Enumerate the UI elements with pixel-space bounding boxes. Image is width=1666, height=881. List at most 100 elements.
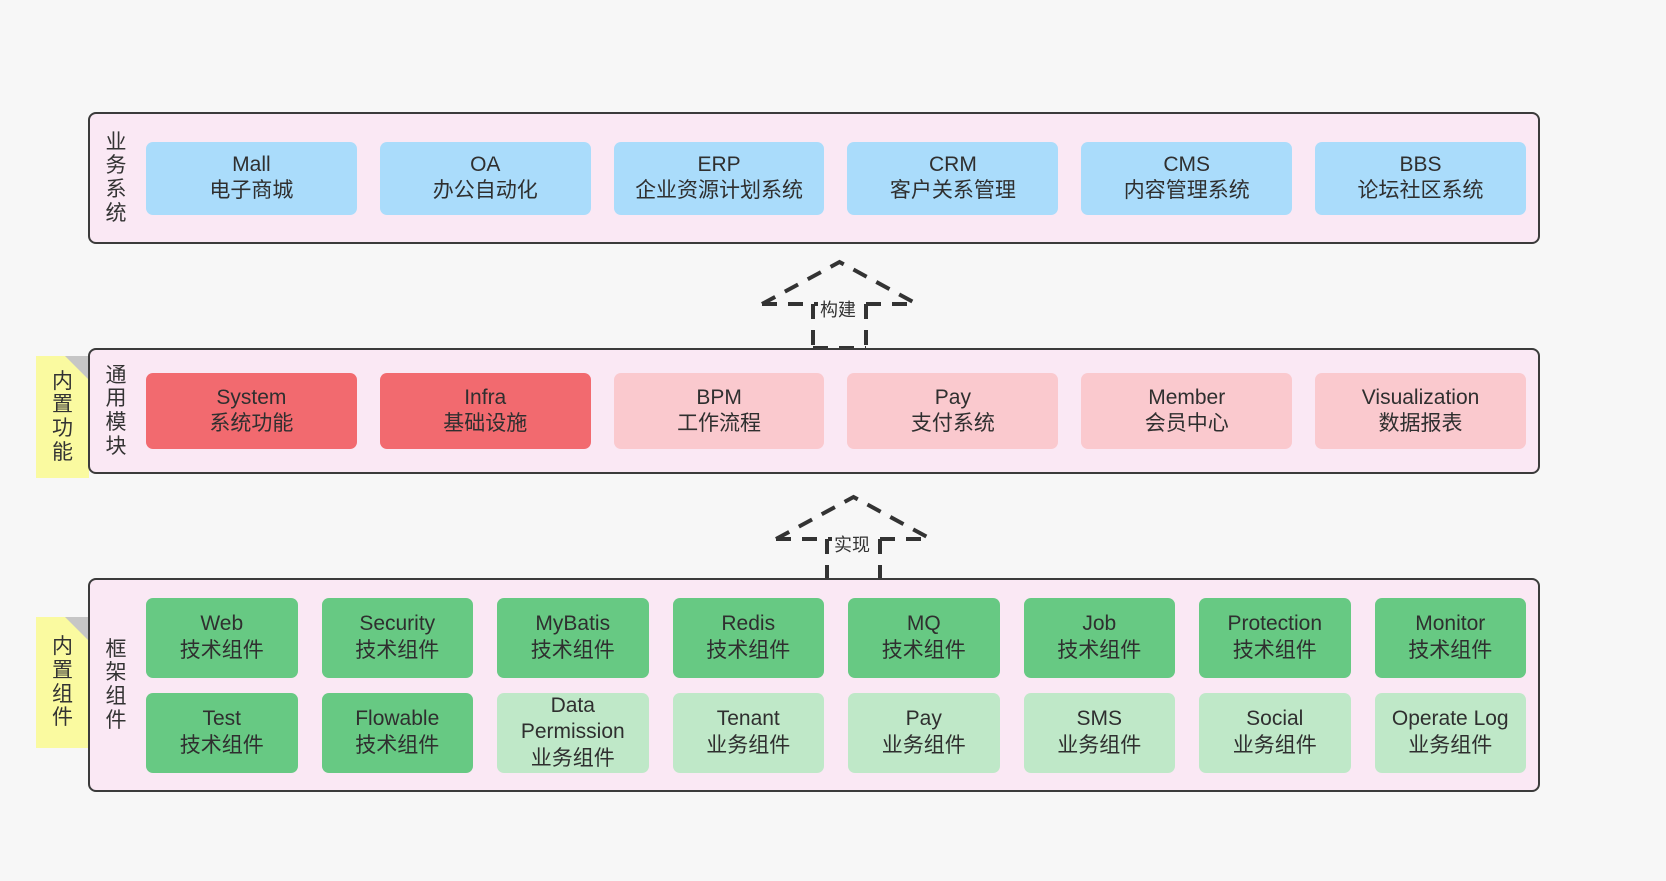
card-system-name: System (216, 385, 287, 409)
card-bbs-name: BBS (1399, 152, 1442, 176)
card-erp-desc: 企业资源计划系统 (635, 179, 804, 202)
card-pay-module-name: Pay (934, 385, 971, 409)
arrow-implement-label: 实现 (832, 531, 872, 557)
layer-body-common-modules: System 系统功能 Infra 基础设施 BPM 工作流程 Pay 支付系统… (142, 350, 1538, 472)
card-sms-name: SMS (1076, 707, 1122, 731)
card-oa-desc: 办公自动化 (432, 179, 538, 202)
card-job-desc: 技术组件 (1057, 638, 1142, 662)
card-operate-log[interactable]: Operate Log 业务组件 (1374, 692, 1526, 773)
card-mall-name: Mall (232, 152, 271, 176)
card-security[interactable]: Security 技术组件 (321, 597, 473, 678)
card-bpm-name: BPM (696, 385, 742, 409)
card-infra[interactable]: Infra 基础设施 (379, 373, 591, 449)
card-member-name: Member (1148, 385, 1226, 409)
arrow-implement: 实现 (766, 493, 941, 585)
note-builtin-components: 内置组件 (36, 617, 89, 748)
card-flowable[interactable]: Flowable 技术组件 (321, 692, 473, 773)
card-operate-log-desc: 业务组件 (1408, 733, 1493, 757)
card-mybatis-name: MyBatis (535, 612, 611, 636)
card-cms[interactable]: CMS 内容管理系统 (1081, 141, 1293, 215)
card-redis-name: Redis (721, 612, 776, 636)
card-infra-desc: 基础设施 (443, 412, 528, 435)
card-mq[interactable]: MQ 技术组件 (848, 597, 1000, 678)
card-job[interactable]: Job 技术组件 (1023, 597, 1175, 678)
card-bbs-desc: 论坛社区系统 (1357, 179, 1484, 202)
card-protection-desc: 技术组件 (1232, 638, 1317, 662)
card-social[interactable]: Social 业务组件 (1199, 692, 1351, 773)
layer-title-common-modules: 通用模块 (105, 363, 127, 458)
card-data-permission-name: Data (550, 693, 595, 717)
card-visualization-name: Visualization (1361, 385, 1480, 409)
card-mybatis-desc: 技术组件 (530, 638, 615, 662)
card-protection-name: Protection (1227, 612, 1323, 636)
card-tenant[interactable]: Tenant 业务组件 (672, 692, 824, 773)
card-job-name: Job (1082, 612, 1117, 636)
card-test-name: Test (202, 707, 241, 731)
card-system[interactable]: System 系统功能 (146, 373, 357, 449)
card-data-permission-name2: Permission (520, 720, 625, 744)
card-mall[interactable]: Mall 电子商城 (146, 141, 357, 215)
layer-business-systems: 业务系统 Mall 电子商城 OA 办公自动化 ERP 企业资源计划系统 CRM… (88, 112, 1540, 244)
card-cms-desc: 内容管理系统 (1123, 179, 1250, 202)
card-erp[interactable]: ERP 企业资源计划系统 (613, 141, 825, 215)
card-sms[interactable]: SMS 业务组件 (1023, 692, 1175, 773)
arrow-build: 构建 (752, 258, 927, 350)
card-bbs[interactable]: BBS 论坛社区系统 (1315, 141, 1526, 215)
card-oa-name: OA (470, 152, 501, 176)
card-pay-module-desc: 支付系统 (910, 412, 995, 435)
card-web[interactable]: Web 技术组件 (146, 597, 298, 678)
card-operate-log-name: Operate Log (1391, 707, 1509, 731)
card-mq-desc: 技术组件 (881, 638, 966, 662)
framework-components-row-2: Test 技术组件 Flowable 技术组件 Data Permission … (146, 692, 1526, 773)
card-system-desc: 系统功能 (209, 412, 294, 435)
note-builtin-functions: 内置功能 (36, 356, 89, 478)
card-visualization[interactable]: Visualization 数据报表 (1315, 373, 1526, 449)
card-social-desc: 业务组件 (1232, 733, 1317, 757)
note-builtin-components-label: 内置组件 (52, 635, 73, 730)
card-pay-component[interactable]: Pay 业务组件 (848, 692, 1000, 773)
card-test-desc: 技术组件 (179, 733, 264, 757)
card-member[interactable]: Member 会员中心 (1081, 373, 1293, 449)
note-fold-corner-icon (65, 617, 89, 641)
card-redis[interactable]: Redis 技术组件 (672, 597, 824, 678)
card-redis-desc: 技术组件 (706, 638, 791, 662)
card-test[interactable]: Test 技术组件 (146, 692, 298, 773)
card-visualization-desc: 数据报表 (1378, 412, 1463, 435)
card-member-desc: 会员中心 (1144, 412, 1229, 435)
card-pay-module[interactable]: Pay 支付系统 (847, 373, 1059, 449)
card-crm[interactable]: CRM 客户关系管理 (847, 141, 1059, 215)
note-fold-corner-icon (65, 356, 89, 380)
card-protection[interactable]: Protection 技术组件 (1199, 597, 1351, 678)
card-mybatis[interactable]: MyBatis 技术组件 (497, 597, 649, 678)
layer-title-framework-components: 框架组件 (105, 637, 127, 732)
card-data-permission[interactable]: Data Permission 业务组件 (497, 692, 649, 773)
card-data-permission-desc: 业务组件 (530, 746, 615, 770)
card-cms-name: CMS (1163, 152, 1211, 176)
card-bpm[interactable]: BPM 工作流程 (613, 373, 825, 449)
card-pay-component-name: Pay (905, 707, 942, 731)
card-pay-component-desc: 业务组件 (881, 733, 966, 757)
card-infra-name: Infra (464, 385, 507, 409)
card-monitor-desc: 技术组件 (1408, 638, 1493, 662)
card-tenant-name: Tenant (716, 707, 780, 731)
layer-common-modules: 通用模块 System 系统功能 Infra 基础设施 BPM 工作流程 Pay… (88, 348, 1540, 474)
layer-framework-components: 框架组件 Web 技术组件 Security 技术组件 MyBatis 技术组件… (88, 578, 1540, 792)
card-sms-desc: 业务组件 (1057, 733, 1142, 757)
card-web-desc: 技术组件 (179, 638, 264, 662)
card-oa[interactable]: OA 办公自动化 (379, 141, 591, 215)
layer-body-business-systems: Mall 电子商城 OA 办公自动化 ERP 企业资源计划系统 CRM 客户关系… (142, 114, 1538, 242)
card-crm-name: CRM (928, 152, 977, 176)
card-monitor[interactable]: Monitor 技术组件 (1374, 597, 1526, 678)
card-bpm-desc: 工作流程 (677, 412, 762, 435)
card-crm-desc: 客户关系管理 (889, 179, 1016, 202)
note-builtin-functions-label: 内置功能 (52, 369, 73, 464)
card-security-desc: 技术组件 (355, 638, 440, 662)
layer-title-business-systems: 业务系统 (105, 130, 127, 225)
card-flowable-name: Flowable (355, 707, 440, 731)
layer-body-framework-components: Web 技术组件 Security 技术组件 MyBatis 技术组件 Redi… (142, 580, 1538, 790)
card-web-name: Web (200, 612, 244, 636)
card-social-name: Social (1246, 707, 1304, 731)
framework-components-row-1: Web 技术组件 Security 技术组件 MyBatis 技术组件 Redi… (146, 597, 1526, 678)
card-tenant-desc: 业务组件 (706, 733, 791, 757)
